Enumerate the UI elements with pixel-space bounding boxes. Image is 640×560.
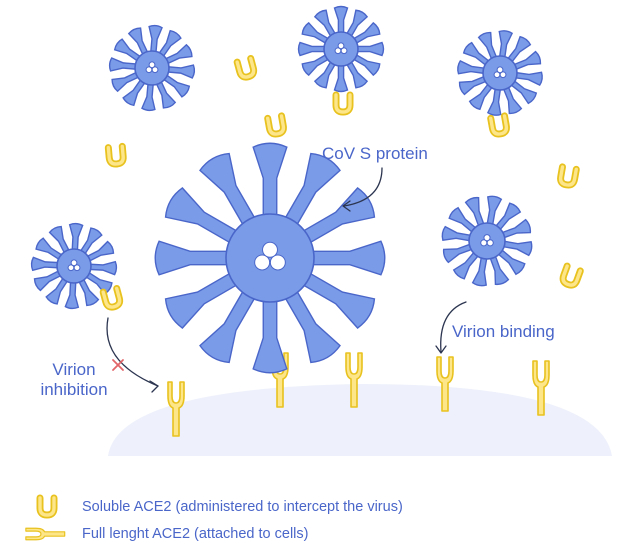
spike-protein-arrow: [343, 167, 383, 207]
binding-arrow: [440, 301, 467, 353]
virus-binding: [440, 194, 534, 288]
binding-arrowhead: [435, 345, 447, 354]
spike-protein: [251, 297, 289, 375]
spike-protein: [67, 222, 84, 254]
soluble-ace2: [264, 112, 287, 138]
blocked-cross-icon: [112, 359, 124, 371]
soluble-ace2: [99, 284, 124, 311]
inhibition-arrowhead: [149, 380, 159, 393]
inhibition-arrow: [106, 317, 159, 387]
soluble-ace2: [557, 163, 580, 189]
spike-protein: [30, 256, 62, 273]
soluble-ace2-legend-icon: [36, 494, 58, 519]
soluble-ace2: [332, 91, 354, 116]
virion-inhibition-line-1: Virion: [52, 360, 96, 379]
virus-core-dot: [151, 66, 159, 74]
spike-protein: [297, 41, 328, 57]
soluble-ace2: [104, 142, 127, 168]
virus-core-dot: [340, 47, 348, 55]
spike-protein: [108, 57, 140, 74]
virus-core-dot: [337, 42, 345, 50]
spike-protein: [333, 5, 349, 36]
legend-full-length-ace2: Full lenght ACE2 (attached to cells): [82, 526, 309, 542]
virus-core-dot: [262, 241, 278, 258]
virus-inhibited: [30, 222, 118, 310]
virus-top-center: [297, 5, 385, 93]
virus-core-dot: [483, 234, 491, 242]
virus-core-dot: [148, 61, 156, 69]
soluble-ace2: [487, 112, 510, 138]
spike-protein: [333, 62, 349, 93]
virus-core-dot: [269, 254, 286, 271]
spike-protein: [86, 259, 118, 276]
spike-protein: [64, 278, 81, 310]
spike-protein: [309, 239, 387, 277]
virus-top-right: [456, 29, 544, 117]
virus-top-left: [108, 24, 196, 112]
spike-protein: [141, 80, 158, 112]
spike-protein: [354, 41, 385, 57]
spike-protein-label: CoV S protein: [322, 144, 428, 163]
spike-protein: [146, 24, 163, 56]
virus-core-dot: [70, 259, 78, 267]
soluble-ace2: [559, 262, 584, 289]
virion-inhibition-label: Virion inhibition: [32, 360, 116, 400]
virion-binding-label: Virion binding: [452, 322, 555, 341]
legend-soluble-ace2: Soluble ACE2 (administered to intercept …: [82, 499, 403, 515]
spike-protein: [164, 62, 196, 79]
full-length-ace2-legend-icon: [25, 527, 66, 541]
virus-core-dot: [499, 71, 507, 79]
virus-core-dot: [486, 239, 494, 247]
spike-protein: [251, 141, 289, 219]
spike-protein: [153, 239, 231, 277]
virus-large: [153, 141, 387, 375]
virion-inhibition-line-2: inhibition: [40, 380, 108, 399]
virus-core-dot: [73, 264, 81, 272]
virus-core-dot: [254, 254, 271, 271]
cell-membrane: [108, 384, 612, 456]
virus-envelope: [225, 213, 315, 303]
virus-core-dot: [496, 66, 504, 74]
soluble-ace2: [233, 54, 258, 81]
spike-protein-arrowhead: [342, 200, 351, 212]
